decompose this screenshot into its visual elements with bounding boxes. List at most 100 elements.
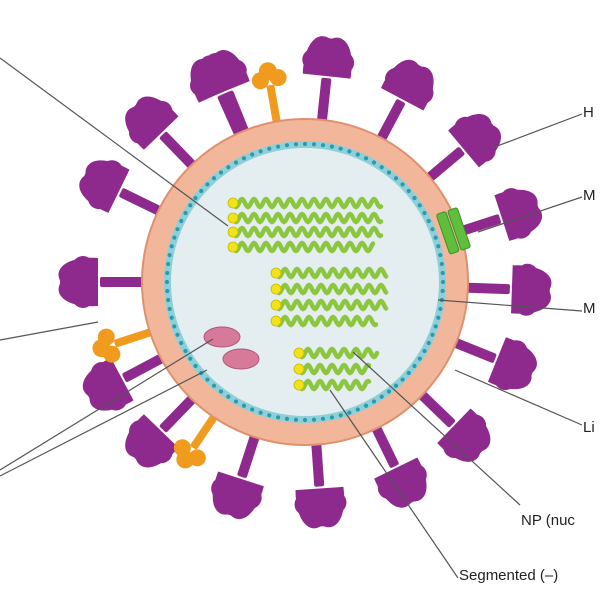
surface-glycoproteins bbox=[58, 36, 552, 529]
spike-lobe bbox=[92, 339, 111, 358]
rna-end-cap bbox=[270, 283, 282, 295]
matrix-dot bbox=[166, 297, 171, 303]
matrix-dot bbox=[165, 288, 170, 294]
rna-strand bbox=[273, 266, 389, 280]
matrix-dot bbox=[412, 195, 417, 201]
rna-strand bbox=[230, 196, 384, 210]
leader-line bbox=[477, 196, 583, 233]
matrix-dot bbox=[167, 252, 172, 258]
matrix-dot bbox=[438, 252, 443, 258]
rna-strand bbox=[296, 378, 372, 392]
matrix-dot bbox=[440, 270, 445, 276]
matrix-dot bbox=[430, 227, 435, 232]
matrix-protein-dots bbox=[164, 141, 446, 423]
matrix-dot bbox=[439, 261, 444, 267]
matrix-dot bbox=[302, 141, 308, 147]
label-m1: M bbox=[583, 300, 596, 317]
matrix-dot bbox=[422, 348, 427, 354]
matrix-dot bbox=[167, 306, 172, 312]
matrix-dot bbox=[438, 306, 443, 312]
leader-line bbox=[0, 57, 229, 227]
leader-line bbox=[437, 299, 583, 312]
matrix-dot bbox=[302, 417, 308, 423]
matrix-dot bbox=[355, 407, 360, 412]
m2-ion-channel-icon bbox=[436, 207, 471, 255]
matrix-dot bbox=[172, 324, 177, 329]
matrix-dot bbox=[166, 261, 171, 267]
matrix-dot bbox=[175, 332, 180, 337]
matrix-dot bbox=[188, 356, 193, 361]
matrix-dot bbox=[258, 410, 263, 415]
matrix-dot bbox=[172, 235, 177, 240]
matrix-dot bbox=[175, 227, 180, 232]
matrix-dot bbox=[440, 279, 446, 285]
matrix-dot bbox=[199, 188, 204, 194]
matrix-dot bbox=[355, 152, 360, 157]
spike-lobe bbox=[443, 436, 466, 459]
matrix-dot bbox=[430, 332, 435, 337]
matrix-dot bbox=[188, 203, 193, 208]
matrix-dot bbox=[164, 279, 170, 285]
label-nucleoprotein: NP (nuc bbox=[521, 512, 575, 529]
virion-core bbox=[171, 148, 439, 416]
matrix-dot bbox=[267, 413, 272, 418]
rna-end-cap bbox=[293, 363, 305, 375]
spike-lobe bbox=[258, 62, 277, 81]
spike-lobe bbox=[332, 51, 355, 74]
matrix-dot bbox=[179, 218, 184, 224]
spike-lobe bbox=[473, 139, 496, 162]
spike-lobe bbox=[128, 420, 151, 443]
leader-lines bbox=[0, 57, 583, 579]
spike-lobe bbox=[105, 388, 128, 411]
matrix-dot bbox=[183, 348, 188, 354]
m2-bar bbox=[436, 211, 460, 255]
matrix-dot bbox=[311, 142, 317, 147]
rna-strand bbox=[296, 362, 372, 376]
spike-lobe bbox=[384, 67, 407, 90]
matrix-dot bbox=[426, 340, 431, 346]
spike-lobe bbox=[87, 187, 110, 210]
rna-end-cap bbox=[270, 315, 282, 327]
spike-lobe bbox=[500, 188, 523, 211]
label-lipid: Li bbox=[583, 419, 595, 436]
matrix-dot bbox=[363, 403, 369, 408]
matrix-dot bbox=[250, 152, 255, 157]
matrix-dot bbox=[211, 176, 217, 181]
leader-line bbox=[0, 321, 99, 341]
spike-lobe bbox=[302, 48, 325, 71]
rna-segments bbox=[227, 196, 389, 392]
matrix-dot bbox=[233, 160, 239, 165]
matrix-dot bbox=[275, 144, 281, 149]
spike-lobe bbox=[411, 82, 434, 105]
rna-strand bbox=[273, 298, 389, 312]
spike-lobe bbox=[150, 100, 173, 123]
rna-end-cap bbox=[293, 347, 305, 359]
rna-strand bbox=[273, 314, 379, 328]
matrix-dot bbox=[275, 415, 281, 420]
matrix-dot bbox=[436, 244, 441, 249]
leader-line bbox=[454, 369, 583, 426]
matrix-dot bbox=[393, 176, 399, 181]
matrix-dot bbox=[379, 394, 384, 399]
matrix-dot bbox=[329, 415, 335, 420]
rna-end-cap bbox=[270, 267, 282, 279]
leader-line bbox=[0, 338, 214, 471]
spike-lobe bbox=[128, 121, 151, 144]
label-m2: M bbox=[583, 187, 596, 204]
rna-end-cap bbox=[227, 226, 239, 238]
matrix-dot bbox=[347, 410, 352, 415]
rna-strand bbox=[230, 240, 376, 254]
spike-lobe bbox=[217, 62, 240, 85]
matrix-dot bbox=[338, 146, 343, 151]
rna-end-cap bbox=[227, 241, 239, 253]
matrix-dot bbox=[422, 210, 427, 216]
matrix-dot bbox=[371, 399, 377, 404]
spike-lobe bbox=[239, 486, 262, 509]
matrix-dot bbox=[258, 149, 263, 154]
mushroom-spike-icon bbox=[82, 342, 186, 411]
spike-lobe bbox=[72, 256, 94, 278]
matrix-dot bbox=[205, 182, 210, 187]
matrix-dot bbox=[386, 170, 392, 175]
spike-lobe bbox=[377, 477, 400, 500]
matrix-dot bbox=[267, 146, 272, 151]
